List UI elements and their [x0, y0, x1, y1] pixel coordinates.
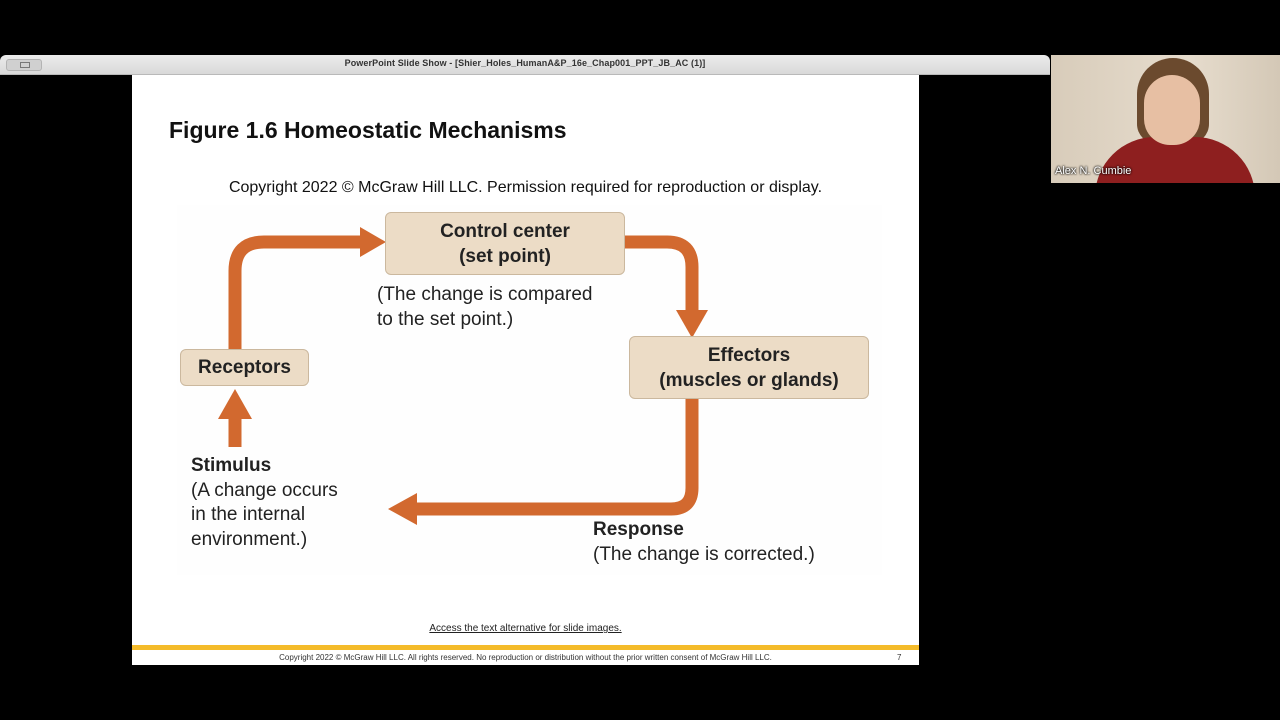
arrowhead-response [388, 493, 417, 525]
control-center-label: Control center [440, 220, 570, 242]
footer-copyright: Copyright 2022 © McGraw Hill LLC. All ri… [279, 653, 772, 662]
control-center-note-line1: (The change is compared [377, 284, 593, 305]
stimulus-text: Stimulus (A change occurs in the interna… [191, 454, 381, 552]
participant-name: Alex N. Cumbie [1055, 165, 1132, 177]
control-center-note-line2: to the set point.) [377, 308, 514, 330]
participant-face [1144, 75, 1200, 145]
arrow-receptors-to-control-center [228, 235, 362, 349]
effectors-sublabel: (muscles or glands) [659, 369, 839, 391]
powerpoint-slideshow-window: PowerPoint Slide Show - [Shier_Holes_Hum… [0, 55, 1050, 665]
arrowhead-receptors [218, 389, 252, 419]
effectors-label: Effectors [707, 344, 791, 366]
effectors-box: Effectors (muscles or glands) [629, 336, 869, 399]
arrow-effectors-response [412, 399, 699, 516]
window-title: PowerPoint Slide Show - [Shier_Holes_Hum… [344, 58, 706, 68]
participant-video-tile[interactable]: Alex N. Cumbie [1051, 55, 1280, 183]
slide-number: 7 [897, 653, 902, 662]
response-text: Response (The change is corrected.) [593, 518, 863, 567]
arrowhead-effectors [676, 310, 708, 338]
slide[interactable]: Figure 1.6 Homeostatic Mechanisms Copyri… [132, 75, 919, 665]
control-center-note: (The change is compared to the set point… [377, 283, 647, 332]
receptors-label: Receptors [198, 357, 291, 378]
set-point-label: (set point) [459, 245, 551, 267]
stimulus-line1: (A change occurs [191, 479, 338, 501]
response-label: Response [593, 519, 684, 540]
slide-copyright-notice: Copyright 2022 © McGraw Hill LLC. Permis… [228, 179, 823, 196]
response-line1: (The change is corrected.) [593, 543, 815, 565]
slide-title: Figure 1.6 Homeostatic Mechanisms [169, 117, 567, 143]
arrowhead-control-center [360, 227, 386, 257]
control-center-box: Control center (set point) [385, 212, 625, 275]
feedback-arrows [218, 227, 708, 525]
window-control-button[interactable] [6, 59, 42, 71]
window-titlebar[interactable]: PowerPoint Slide Show - [Shier_Holes_Hum… [0, 55, 1050, 75]
text-alternative-link[interactable]: Access the text alternative for slide im… [429, 623, 622, 634]
stimulus-line3: environment.) [191, 528, 308, 550]
window-icon [20, 62, 30, 68]
stimulus-line2: in the internal [191, 504, 306, 525]
homeostasis-diagram: Control center (set point) (The change i… [177, 205, 882, 575]
stimulus-label: Stimulus [191, 455, 272, 476]
receptors-box: Receptors [180, 349, 309, 386]
arrow-control-center-to-effectors [625, 235, 699, 313]
footer-accent-bar [132, 645, 919, 650]
